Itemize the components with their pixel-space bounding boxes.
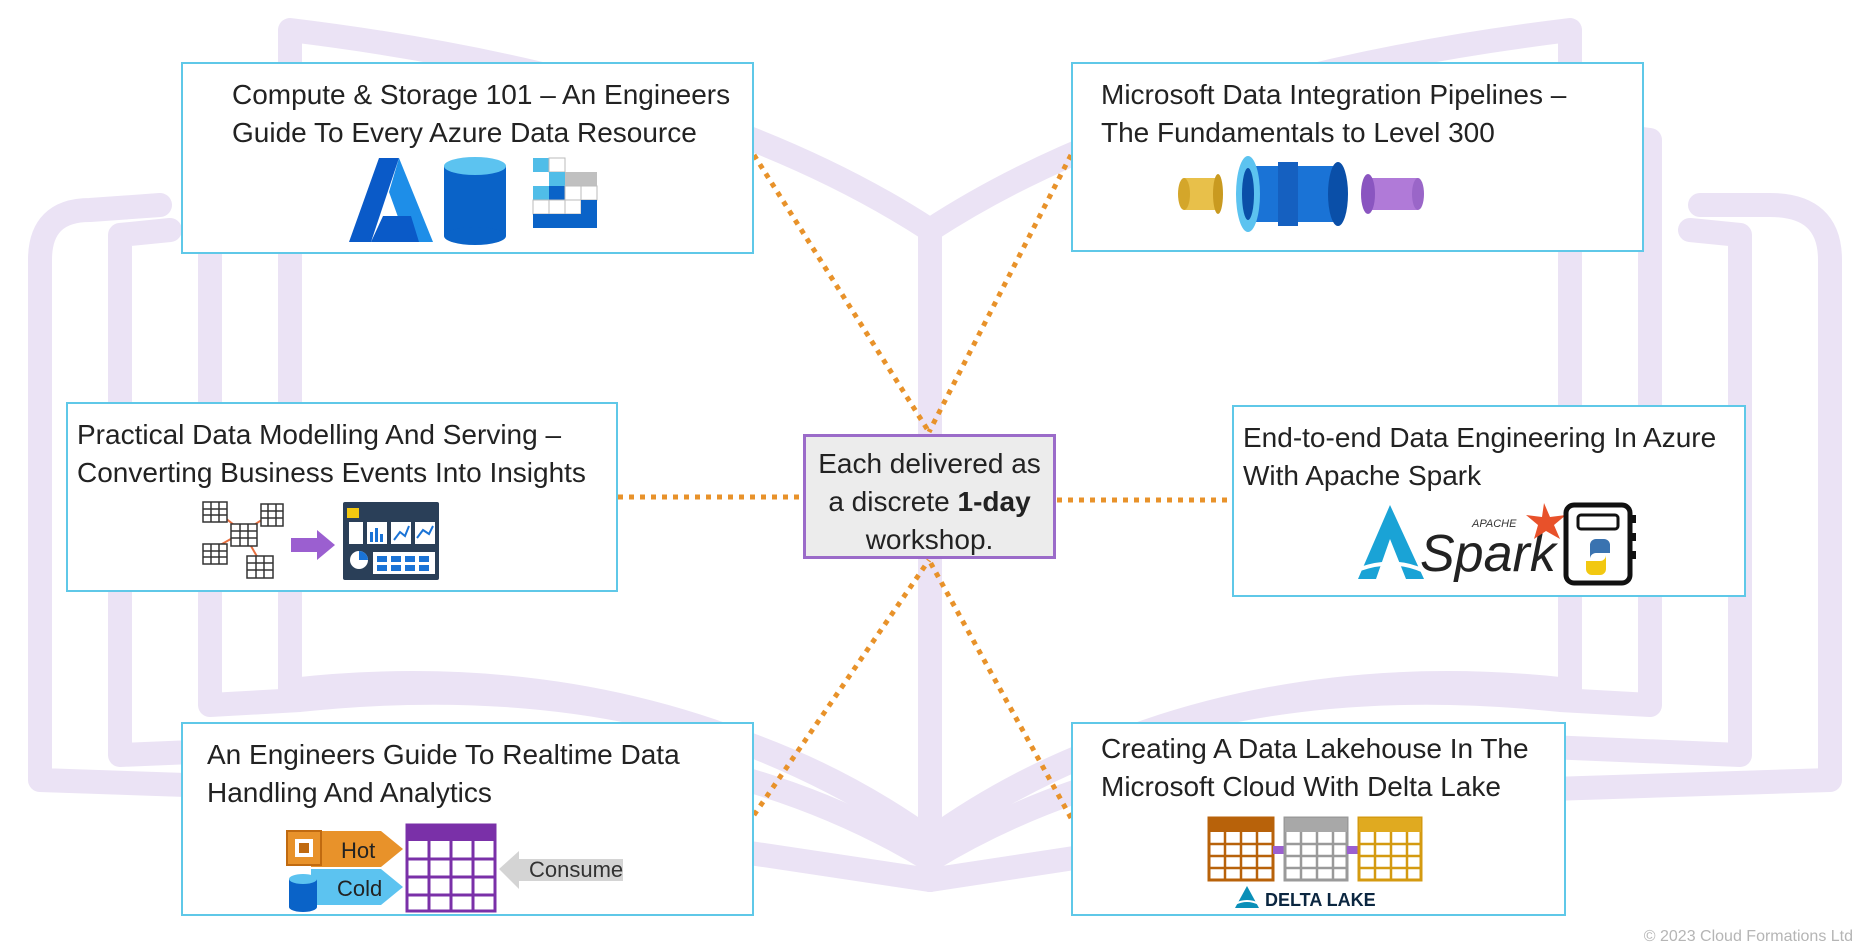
table-grid-icon — [405, 823, 497, 913]
storage-cylinder-icon — [289, 874, 317, 912]
center-note-line-2: a discrete 1-day — [806, 483, 1053, 521]
cold-label: Cold — [337, 876, 382, 901]
center-note-line-1: Each delivered as — [818, 448, 1041, 479]
pipe-yellow-icon — [1178, 174, 1223, 214]
bronze-table-icon — [1207, 816, 1275, 882]
consume-arrow: Consume — [499, 851, 623, 889]
workshop-title-compute-storage: Compute & Storage 101 – An Engineers Gui… — [232, 79, 731, 148]
workshop-title-spark: End-to-end Data Engineering In Azure Wit… — [1243, 422, 1717, 491]
pipeline-icon — [1178, 154, 1448, 234]
center-note-bold: 1-day — [957, 486, 1031, 517]
python-notebook-icon — [1563, 502, 1636, 586]
azure-icon — [349, 158, 433, 242]
connector-top-right — [926, 153, 1074, 434]
delta-lake-diagram: DELTA LAKE — [1207, 816, 1437, 912]
pipe-blue-icon — [1236, 156, 1348, 232]
arrow-right-icon — [291, 530, 335, 560]
connector-bottom-right — [926, 558, 1074, 820]
workshop-card-integration-pipelines: Microsoft Data Integration Pipelines – T… — [1071, 62, 1644, 252]
center-note-line-3: workshop. — [865, 524, 994, 555]
workshop-card-data-modelling: Practical Data Modelling And Serving – C… — [66, 402, 618, 592]
hot-label: Hot — [341, 838, 375, 863]
spark-star-icon — [1526, 503, 1566, 539]
cold-path-arrow: Cold — [311, 869, 403, 905]
center-note-line-2-prefix: a discrete — [828, 486, 958, 517]
pipe-purple-icon — [1361, 174, 1424, 214]
workshop-card-realtime: An Engineers Guide To Realtime Data Hand… — [181, 722, 754, 916]
workshop-title-realtime: An Engineers Guide To Realtime Data Hand… — [207, 739, 680, 808]
workshop-title-data-modelling: Practical Data Modelling And Serving – C… — [77, 419, 586, 488]
power-bi-dashboard-icon — [343, 502, 439, 580]
realtime-diagram: Hot Cold — [285, 823, 625, 913]
copyright-footer: © 2023 Cloud Formations Ltd — [1643, 928, 1853, 945]
data-lake-grid-icon — [532, 157, 598, 228]
workshop-card-compute-storage: Compute & Storage 101 – An Engineers Gui… — [181, 62, 754, 254]
star-schema-icon — [202, 501, 284, 579]
book-cover-left — [28, 193, 942, 892]
workshop-card-lakehouse: Creating A Data Lakehouse In The Microso… — [1071, 722, 1566, 916]
workshop-title-lakehouse: Creating A Data Lakehouse In The Microso… — [1101, 733, 1529, 802]
connector-top-left — [751, 153, 932, 434]
apache-text: APACHE — [1471, 518, 1517, 530]
silver-table-icon — [1283, 816, 1349, 882]
cpu-chip-icon — [286, 830, 322, 866]
workshop-card-spark: End-to-end Data Engineering In Azure Wit… — [1232, 405, 1746, 597]
workshop-title-integration-pipelines: Microsoft Data Integration Pipelines – T… — [1101, 79, 1567, 148]
hot-path-arrow: Hot — [311, 831, 403, 867]
delta-lake-text: DELTA LAKE — [1265, 890, 1376, 910]
connector-bottom-left — [751, 558, 932, 817]
synapse-icon — [1358, 505, 1425, 579]
center-note: Each delivered as a discrete 1-day works… — [803, 434, 1056, 559]
spark-logo-group: APACHE Spark — [1354, 499, 1654, 589]
modelling-icons — [201, 500, 441, 582]
gold-table-icon — [1357, 816, 1423, 882]
delta-lake-logo: DELTA LAKE — [1234, 886, 1376, 910]
azure-storage-icons — [349, 156, 599, 248]
consume-label: Consume — [529, 857, 623, 882]
storage-cylinder-icon — [444, 157, 506, 245]
book-cover-right — [918, 193, 1842, 892]
